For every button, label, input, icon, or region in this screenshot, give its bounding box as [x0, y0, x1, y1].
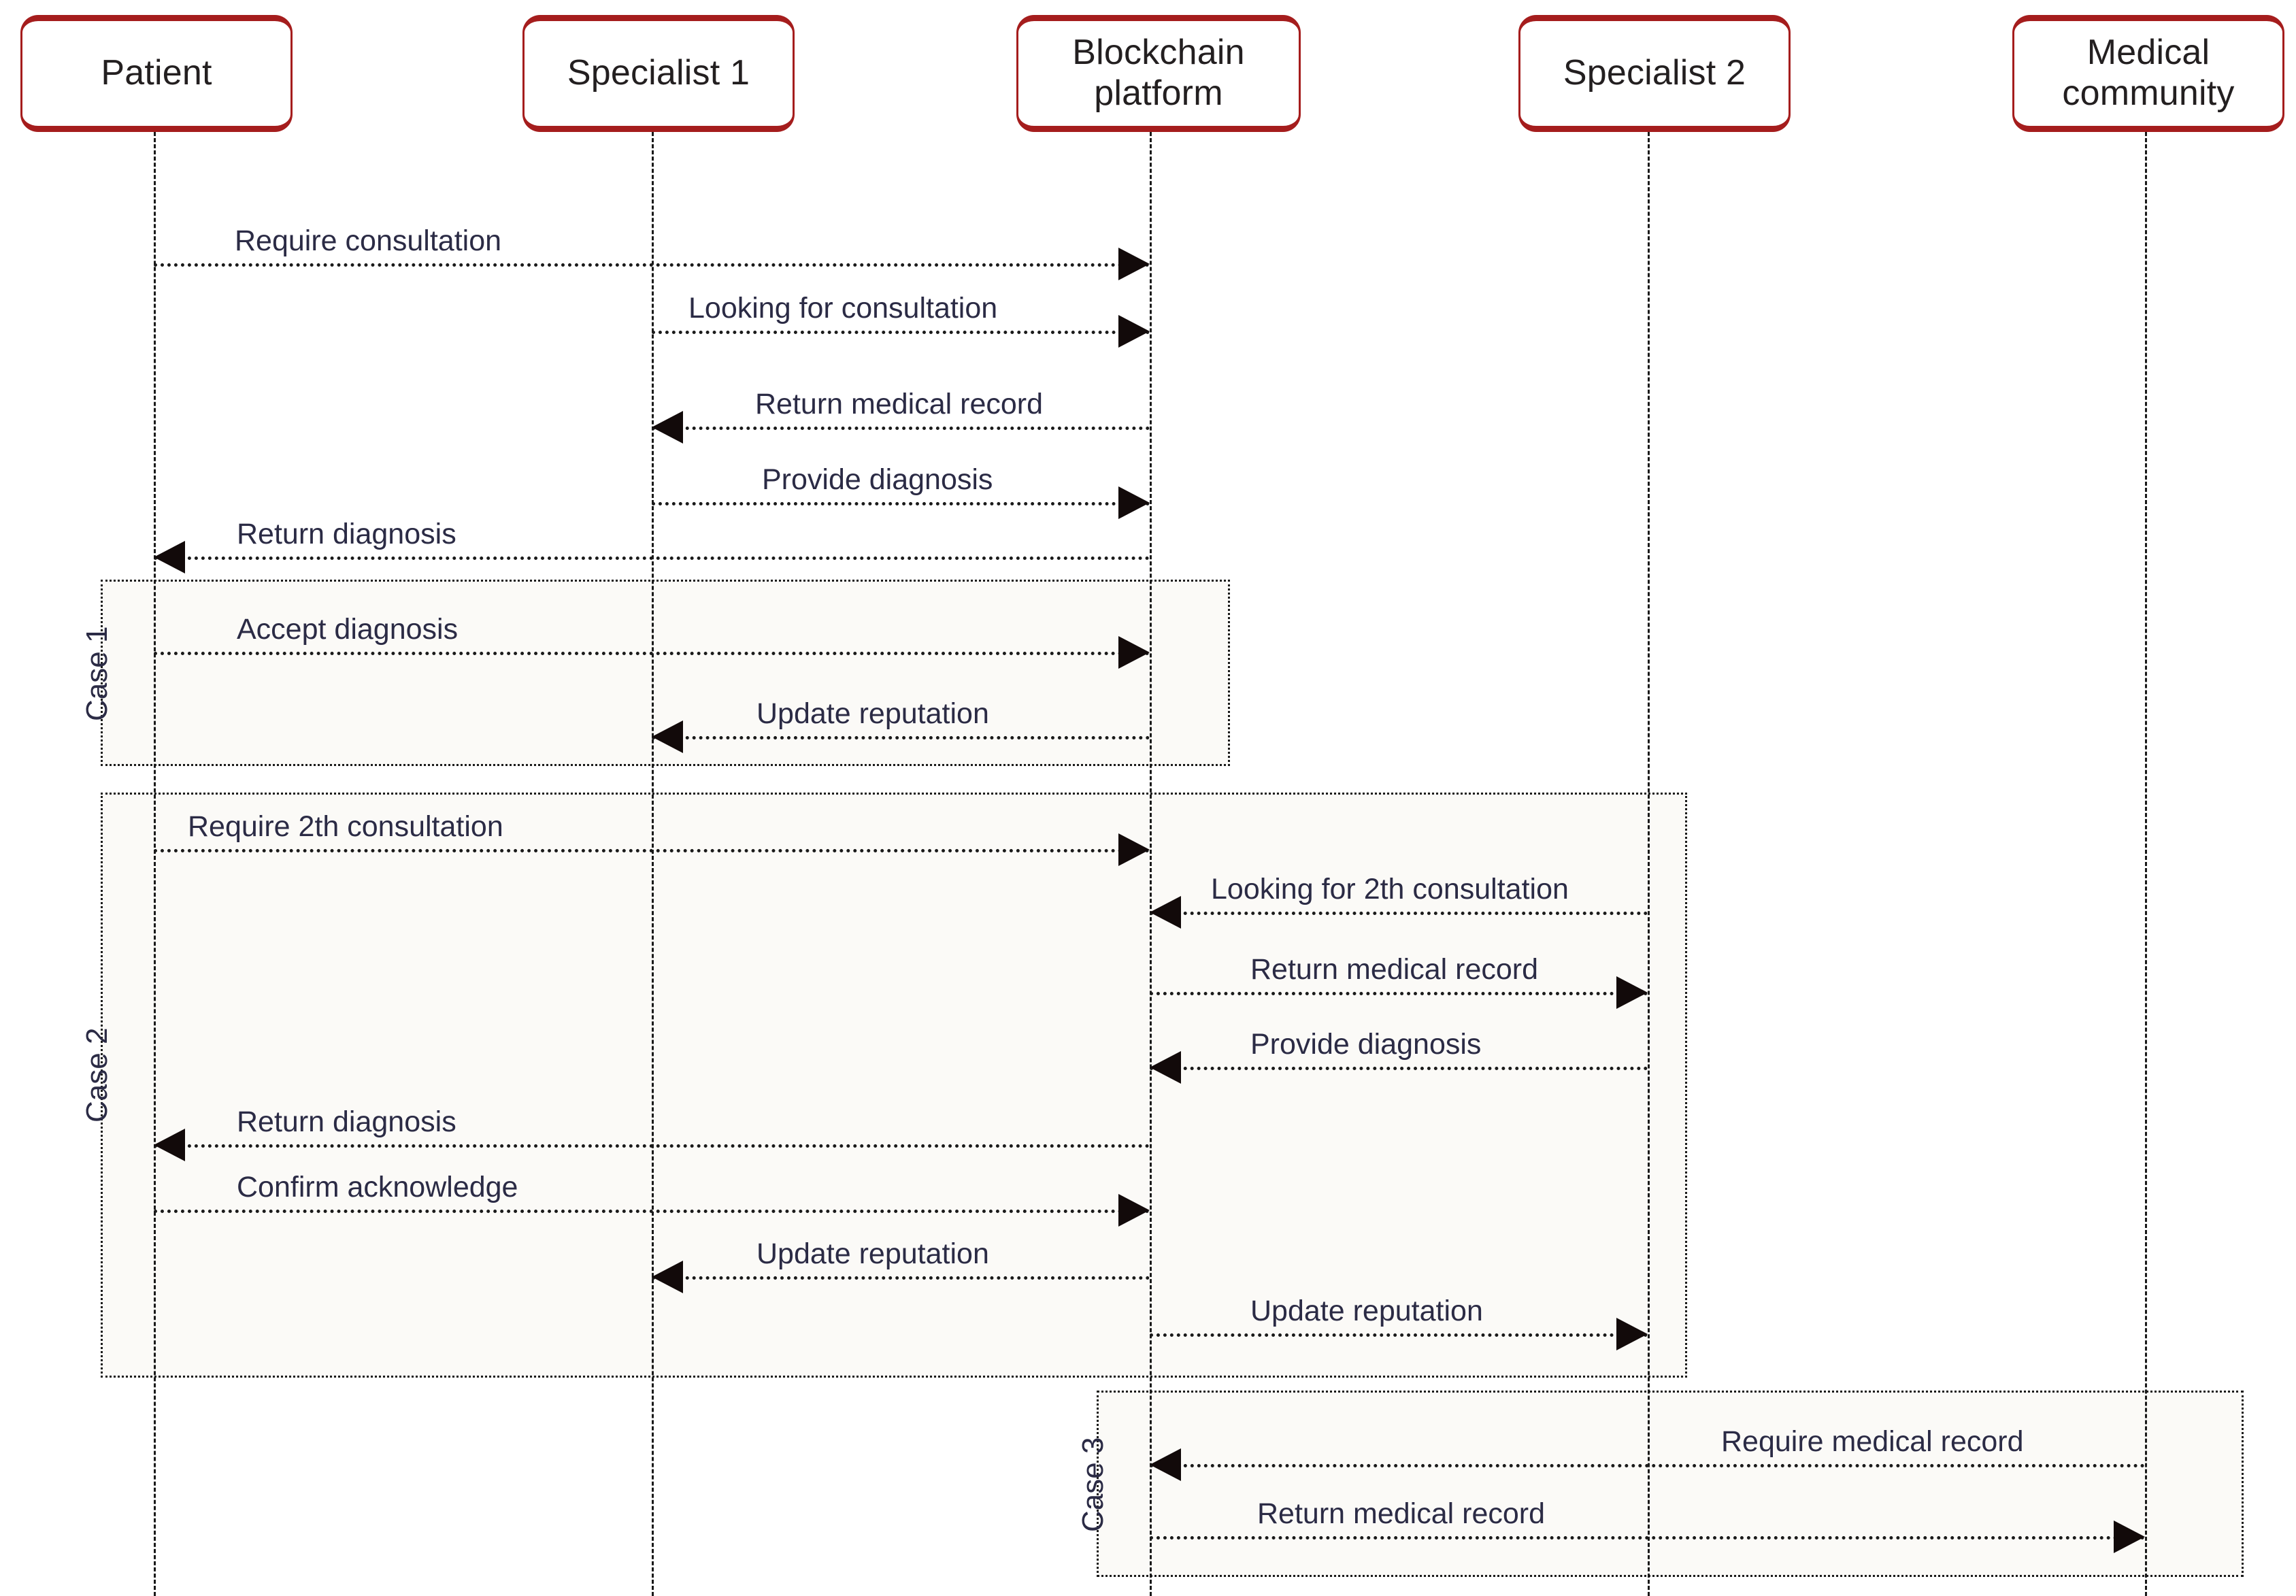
arrowhead-right-m4: [1118, 486, 1150, 519]
message-line-m12: [154, 1144, 1150, 1148]
actor-box-blockchain[interactable]: Blockchain platform: [1016, 15, 1301, 132]
arrowhead-left-m5: [154, 541, 185, 573]
message-line-m2: [652, 331, 1150, 334]
arrowhead-left-m14: [652, 1261, 683, 1293]
message-label-m11: Provide diagnosis: [1250, 1028, 1482, 1061]
arrowhead-right-m13: [1118, 1194, 1150, 1227]
message-label-m3: Return medical record: [755, 388, 1044, 420]
message-line-m10: [1150, 992, 1648, 995]
message-label-m15: Update reputation: [1250, 1295, 1483, 1327]
lifeline-specialist1: [652, 132, 654, 1596]
lifeline-specialist2: [1648, 132, 1650, 1596]
arrowhead-right-m15: [1616, 1318, 1648, 1350]
message-label-m7: Update reputation: [756, 697, 989, 730]
message-label-m12: Return diagnosis: [237, 1105, 456, 1138]
arrowhead-left-m12: [154, 1129, 185, 1161]
fragment-label-case1: Case 1: [80, 626, 114, 721]
message-label-m14: Update reputation: [756, 1237, 989, 1270]
arrowhead-right-m17: [2114, 1520, 2145, 1553]
message-line-m14: [652, 1276, 1150, 1280]
message-label-m17: Return medical record: [1257, 1497, 1546, 1530]
message-label-m5: Return diagnosis: [237, 518, 456, 550]
message-line-m4: [652, 502, 1150, 505]
arrowhead-right-m2: [1118, 315, 1150, 348]
actor-label-blockchain: Blockchain platform: [1072, 33, 1245, 113]
message-line-m13: [154, 1210, 1150, 1213]
actor-box-specialist2[interactable]: Specialist 2: [1518, 15, 1791, 132]
message-line-m11: [1150, 1067, 1648, 1070]
arrowhead-right-m8: [1118, 833, 1150, 866]
message-label-m6: Accept diagnosis: [237, 613, 459, 646]
message-line-m16: [1150, 1464, 2145, 1467]
lifeline-patient: [154, 132, 156, 1596]
arrowhead-right-m1: [1118, 248, 1150, 280]
message-label-m8: Require 2th consultation: [188, 810, 503, 843]
message-label-m10: Return medical record: [1250, 953, 1539, 986]
fragment-case3: [1097, 1391, 2244, 1577]
message-line-m1: [154, 263, 1150, 267]
actor-label-specialist2: Specialist 2: [1563, 53, 1746, 93]
arrowhead-left-m11: [1150, 1051, 1181, 1084]
message-line-m6: [154, 652, 1150, 655]
message-label-m9: Looking for 2th consultation: [1211, 873, 1569, 905]
arrowhead-right-m10: [1616, 976, 1648, 1009]
lifeline-community: [2145, 132, 2147, 1596]
fragment-case2: [101, 793, 1687, 1378]
actor-box-patient[interactable]: Patient: [20, 15, 293, 132]
message-label-m2: Looking for consultation: [688, 292, 998, 325]
actor-box-community[interactable]: Medical community: [2012, 15, 2284, 132]
message-label-m1: Require consultation: [235, 225, 502, 257]
arrowhead-right-m6: [1118, 636, 1150, 669]
message-label-m16: Require medical record: [1721, 1425, 2024, 1458]
arrowhead-left-m9: [1150, 896, 1181, 929]
message-line-m9: [1150, 912, 1648, 915]
lifeline-blockchain: [1150, 132, 1152, 1596]
arrowhead-left-m7: [652, 720, 683, 753]
arrowhead-left-m16: [1150, 1448, 1181, 1481]
arrowhead-left-m3: [652, 411, 683, 444]
message-line-m17: [1150, 1536, 2145, 1540]
actor-box-specialist1[interactable]: Specialist 1: [522, 15, 795, 132]
fragment-label-case2: Case 2: [80, 1027, 114, 1123]
actor-label-patient: Patient: [101, 53, 212, 93]
fragment-label-case3: Case 3: [1076, 1437, 1110, 1532]
message-label-m13: Confirm acknowledge: [237, 1171, 518, 1203]
message-line-m8: [154, 849, 1150, 852]
actor-label-specialist1: Specialist 1: [567, 53, 750, 93]
actor-label-community: Medical community: [2062, 33, 2235, 113]
message-label-m4: Provide diagnosis: [762, 463, 993, 496]
message-line-m7: [652, 736, 1150, 739]
message-line-m15: [1150, 1333, 1648, 1337]
message-line-m3: [652, 427, 1150, 430]
message-line-m5: [154, 556, 1150, 560]
